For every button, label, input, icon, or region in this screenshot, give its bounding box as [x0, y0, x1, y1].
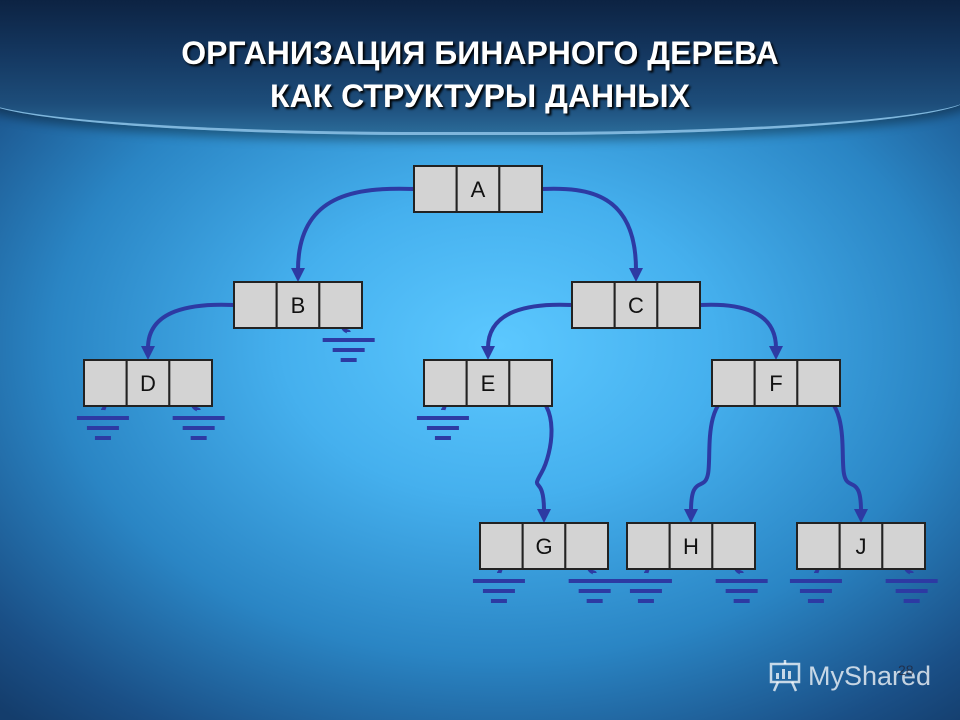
node-E: E — [423, 359, 554, 407]
node-label: E — [481, 371, 496, 396]
arrowhead-G — [537, 509, 551, 523]
watermark-text: MyShared — [808, 660, 932, 691]
node-label: G — [535, 534, 552, 559]
edge-A-C — [541, 186, 638, 271]
edge-E-G — [529, 391, 554, 512]
arrowhead-E — [481, 346, 495, 360]
presentation-board-icon — [769, 660, 801, 692]
node-G: G — [479, 522, 609, 570]
page-number: 28 — [898, 662, 914, 678]
edge-A-B — [296, 186, 415, 271]
arrowhead-H — [684, 509, 698, 523]
node-right-pointer-cell — [508, 359, 554, 407]
node-label: D — [140, 371, 156, 396]
node-right-pointer-cell — [564, 522, 609, 570]
node-data-cell — [275, 281, 321, 329]
node-data-cell — [668, 522, 714, 570]
title-line-1: ОРГАНИЗАЦИЯ БИНАРНОГО ДЕРЕВА — [181, 35, 779, 71]
node-left-pointer-cell — [711, 359, 756, 407]
node-data-cell — [125, 359, 171, 407]
node-left-pointer-cell — [233, 281, 278, 329]
node-H: H — [626, 522, 756, 570]
node-left-pointer-cell — [423, 359, 468, 407]
node-right-pointer-cell — [656, 281, 701, 329]
arrowhead-C — [629, 268, 643, 282]
node-F: F — [711, 359, 841, 407]
node-J: J — [796, 522, 926, 570]
node-left-pointer-cell — [796, 522, 841, 570]
edge-C-E — [486, 302, 573, 349]
null-pointer-B-right — [322, 314, 375, 362]
edge-B-D — [146, 302, 235, 349]
node-data-cell — [521, 522, 567, 570]
arrowhead-D — [141, 346, 155, 360]
node-right-pointer-cell — [796, 359, 841, 407]
node-label: B — [291, 293, 306, 318]
node-data-cell — [455, 165, 501, 213]
title-line-2: КАК СТРУКТУРЫ ДАННЫХ — [270, 78, 690, 114]
arrowhead-B — [291, 268, 305, 282]
node-left-pointer-cell — [479, 522, 524, 570]
node-label: J — [856, 534, 867, 559]
node-D: D — [83, 359, 213, 407]
arrowhead-F — [769, 346, 783, 360]
node-right-pointer-cell — [318, 281, 364, 329]
edge-F-H — [689, 391, 735, 512]
node-left-pointer-cell — [83, 359, 128, 407]
null-pointer-J-left — [789, 555, 842, 603]
node-B: B — [233, 281, 364, 329]
node-right-pointer-cell — [711, 522, 756, 570]
node-right-pointer-cell — [881, 522, 926, 570]
node-A: A — [413, 165, 544, 213]
title-banner — [0, 0, 960, 135]
node-C: C — [571, 281, 701, 329]
node-data-cell — [613, 281, 659, 329]
node-left-pointer-cell — [413, 165, 458, 213]
node-label: C — [628, 293, 644, 318]
edge-C-F — [699, 302, 778, 349]
node-label: F — [769, 371, 782, 396]
node-right-pointer-cell — [168, 359, 213, 407]
watermark: MyShared — [768, 654, 931, 698]
edge-F-J — [817, 391, 863, 512]
node-label: H — [683, 534, 699, 559]
node-left-pointer-cell — [571, 281, 616, 329]
node-left-pointer-cell — [626, 522, 671, 570]
node-right-pointer-cell — [498, 165, 544, 213]
arrowhead-J — [854, 509, 868, 523]
node-label: A — [471, 177, 486, 202]
